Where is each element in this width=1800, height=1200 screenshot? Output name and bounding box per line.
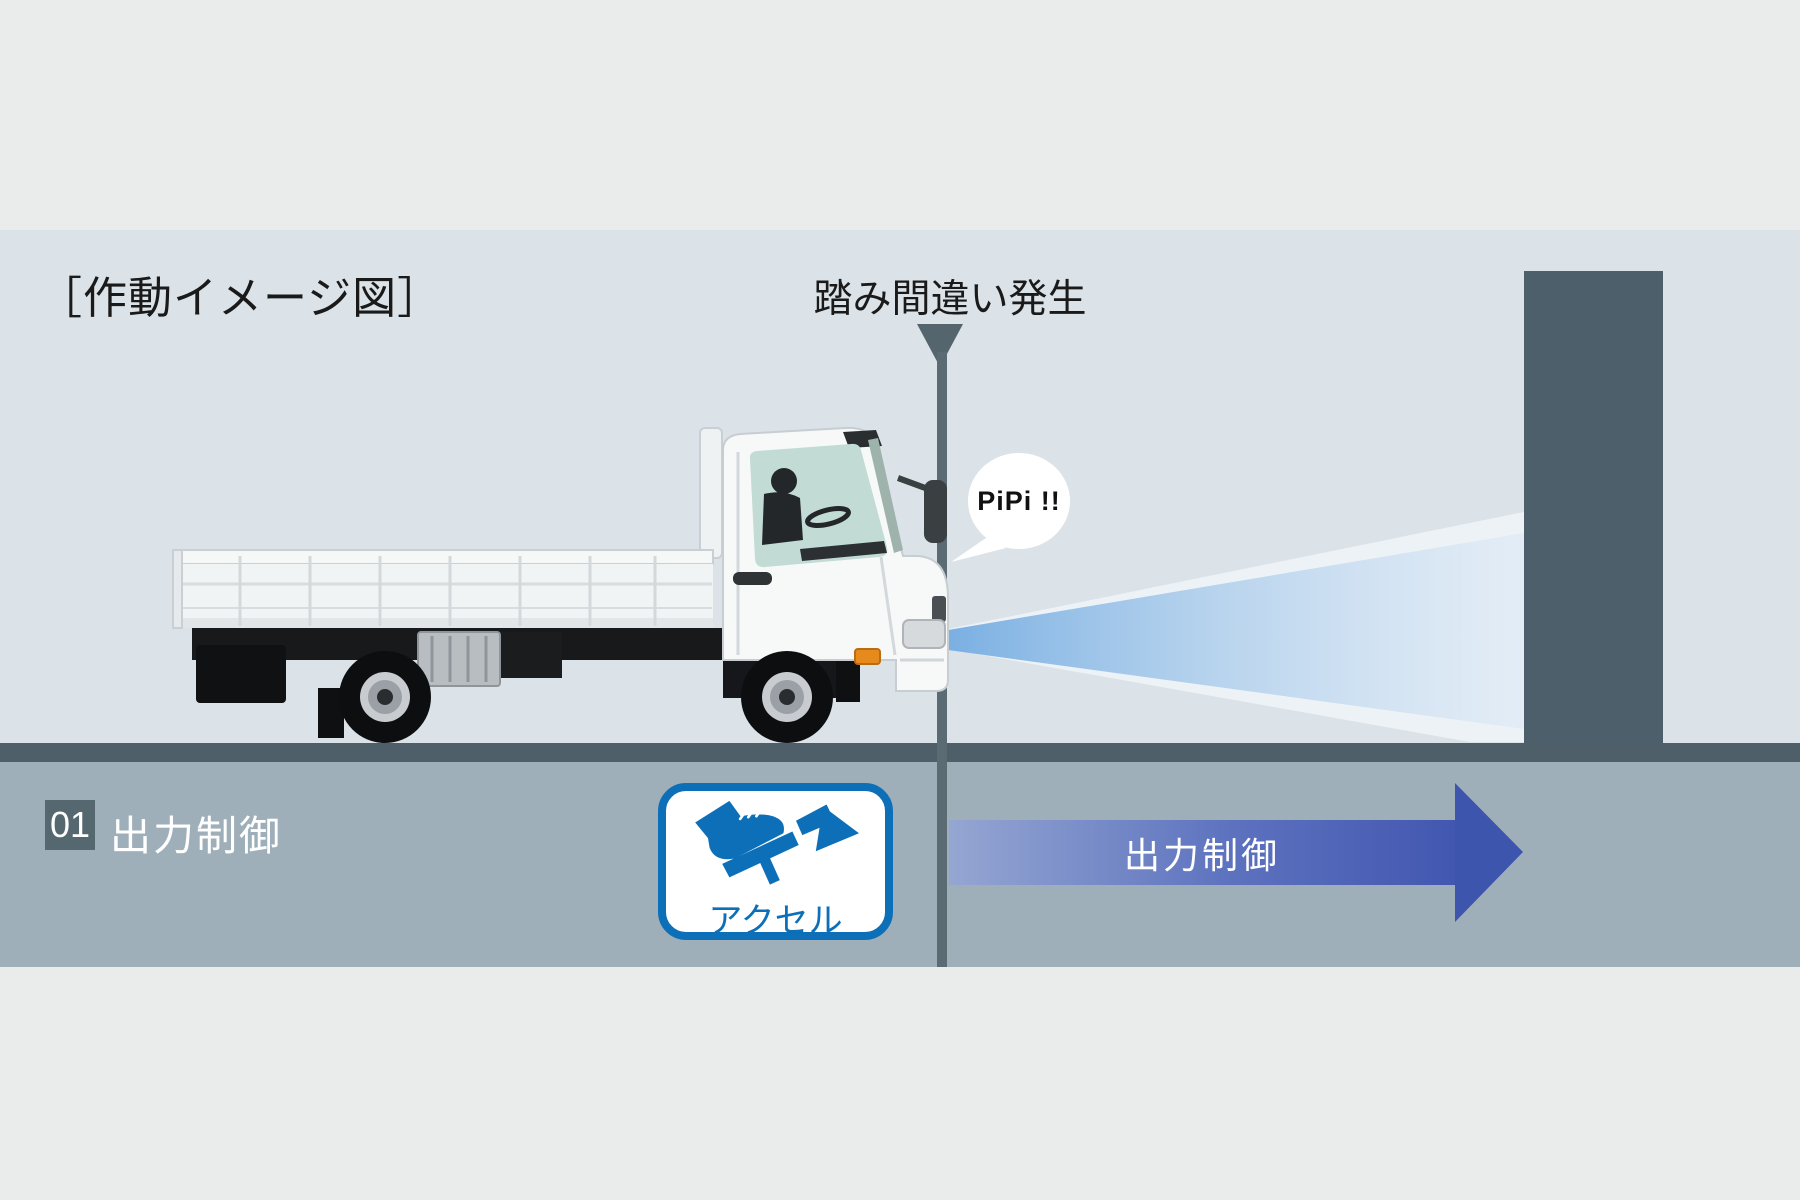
truck-rear-wheel (339, 651, 431, 743)
step-number-badge: 01 (45, 800, 95, 850)
control-step-band (0, 762, 1800, 967)
truck-turn-signal (854, 648, 881, 665)
alert-speech-bubble (951, 453, 1070, 562)
wall-obstacle (1524, 271, 1663, 743)
truck-bed-headboard (699, 427, 723, 559)
truck-mirror (924, 480, 947, 543)
output-control-arrow-label: 出力制御 (1123, 834, 1280, 876)
output-control-arrow-head-icon (1455, 783, 1523, 922)
alert-bubble-text: PiPi !! (977, 486, 1061, 516)
truck-door-handle (733, 572, 772, 585)
accelerator-icon-label: アクセル (708, 902, 843, 940)
accelerator-pedal-icon (695, 800, 859, 885)
sensor-beam-inner-cone (948, 533, 1524, 729)
sensor-beam (948, 512, 1524, 742)
event-label: 踏み間違い発生 (813, 278, 1087, 321)
bottom-margin-band (0, 967, 1800, 1200)
truck-front-wheel (741, 651, 833, 743)
truck-cab (722, 426, 949, 692)
truck-headlight (902, 619, 946, 649)
step-label: 出力制御 (110, 813, 282, 859)
top-margin-band (0, 0, 1800, 230)
page-title: ［作動イメージ図］ (38, 274, 443, 323)
truck-illustration (172, 426, 949, 743)
accelerator-icon-box (658, 783, 893, 940)
output-control-arrow (949, 820, 1455, 885)
road-surface (0, 743, 1800, 762)
truck-bed (172, 549, 714, 629)
